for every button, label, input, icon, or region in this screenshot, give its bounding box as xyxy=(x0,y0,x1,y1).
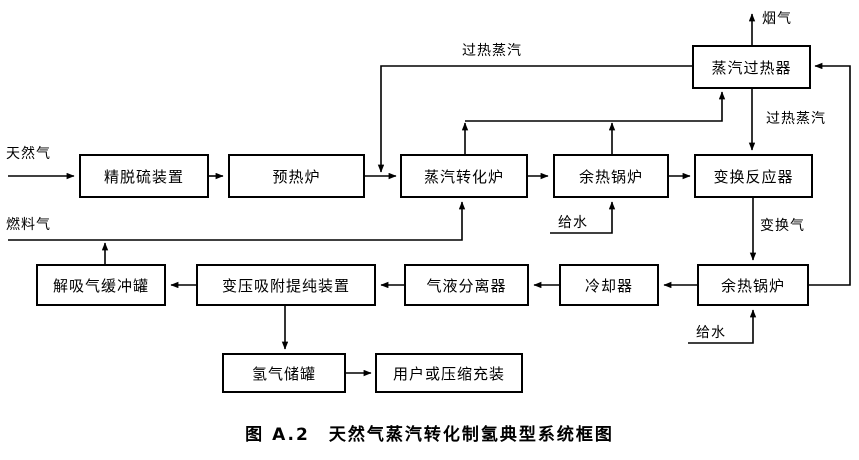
block-preheat-furnace[interactable]: 预热炉 xyxy=(228,154,365,198)
stream-label-flue-gas: 烟气 xyxy=(762,11,792,27)
line-boiler2-steam-to-superheater xyxy=(809,62,851,286)
block-label: 气液分离器 xyxy=(426,276,507,295)
block-label: 变压吸附提纯装置 xyxy=(221,276,350,295)
line-steam-header-to-superheater xyxy=(465,91,726,122)
block-label: 解吸气缓冲罐 xyxy=(52,276,149,295)
block-label: 余热锅炉 xyxy=(720,276,785,295)
block-label: 预热炉 xyxy=(272,167,321,186)
block-cooler[interactable]: 冷却器 xyxy=(559,264,659,306)
block-psa-purification[interactable]: 变压吸附提纯装置 xyxy=(196,264,376,306)
line-fuelgas-to-reformer-burner xyxy=(8,201,466,241)
block-label: 精脱硫装置 xyxy=(103,167,184,186)
block-desorption-buffer[interactable]: 解吸气缓冲罐 xyxy=(36,264,166,306)
stream-label-natural-gas: 天然气 xyxy=(6,146,51,162)
block-user-or-filling[interactable]: 用户或压缩充装 xyxy=(375,353,523,393)
block-waste-heat-boiler-2[interactable]: 余热锅炉 xyxy=(697,264,809,306)
block-steam-reformer[interactable]: 蒸汽转化炉 xyxy=(400,154,528,198)
block-steam-superheater[interactable]: 蒸汽过热器 xyxy=(692,45,811,89)
block-label: 氢气储罐 xyxy=(251,364,316,383)
block-label: 蒸汽过热器 xyxy=(711,58,792,77)
figure-caption: 图 A.2 天然气蒸汽转化制氢典型系统框图 xyxy=(245,425,614,445)
stream-label-superheated-steam-right: 过热蒸汽 xyxy=(766,111,826,127)
block-label: 变换反应器 xyxy=(713,167,794,186)
stream-label-feed-water-lower: 给水 xyxy=(696,325,726,341)
stream-label-superheated-steam-upper: 过热蒸汽 xyxy=(462,43,522,59)
block-shift-reactor[interactable]: 变换反应器 xyxy=(694,154,813,198)
block-fine-desulfurizer[interactable]: 精脱硫装置 xyxy=(79,154,209,198)
stream-label-feed-water-upper: 给水 xyxy=(558,215,588,231)
stream-label-fuel-gas: 燃料气 xyxy=(6,217,51,233)
block-label: 蒸汽转化炉 xyxy=(423,167,504,186)
block-waste-heat-boiler-1[interactable]: 余热锅炉 xyxy=(553,154,669,198)
block-hydrogen-storage[interactable]: 氢气储罐 xyxy=(222,353,346,393)
block-label: 余热锅炉 xyxy=(578,167,643,186)
stream-label-shift-gas: 变换气 xyxy=(760,218,805,234)
block-label: 冷却器 xyxy=(584,276,633,295)
block-label: 用户或压缩充装 xyxy=(392,364,505,383)
block-gas-liquid-separator[interactable]: 气液分离器 xyxy=(404,264,529,306)
